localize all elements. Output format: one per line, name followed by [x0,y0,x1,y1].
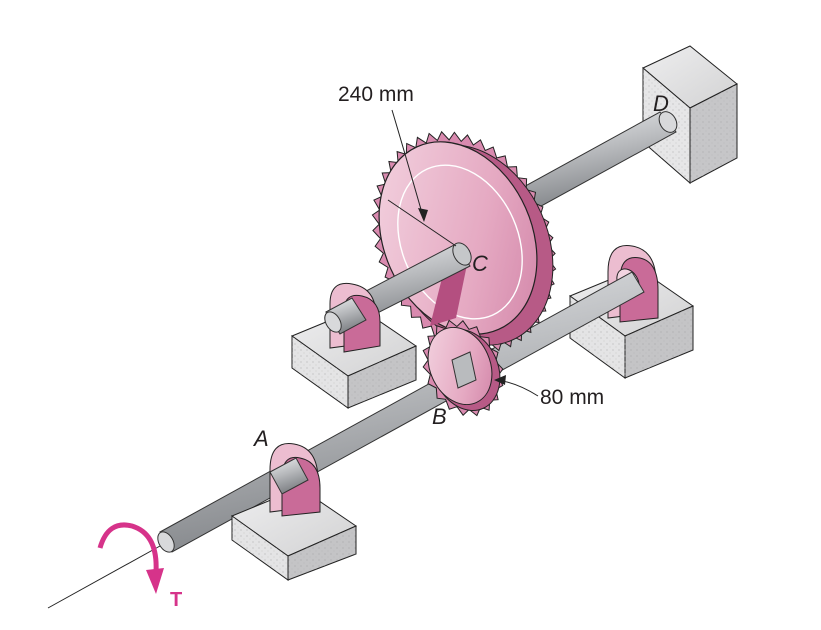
label-large-gear-radius: 240 mm [338,83,414,106]
upper-shaft [517,111,678,211]
support-block-left-upper [290,307,418,409]
label-support-d: D [653,91,669,116]
lower-shaft [157,271,645,553]
torque-arrow [97,522,164,594]
label-torque: T [170,589,182,611]
radius-dimension-small [494,375,539,397]
label-gear-b: B [432,404,447,429]
support-block-a [230,487,358,581]
small-gear-b [422,319,504,417]
label-gear-c: C [472,251,488,276]
bearing-pedestal-a [269,443,321,517]
radius-dimension-large [387,109,457,247]
label-small-gear-radius: 80 mm [540,386,604,409]
shaft-axis-line [47,545,161,609]
bearing-pedestal-left-upper [324,282,381,353]
label-bearing-a: A [252,426,269,451]
